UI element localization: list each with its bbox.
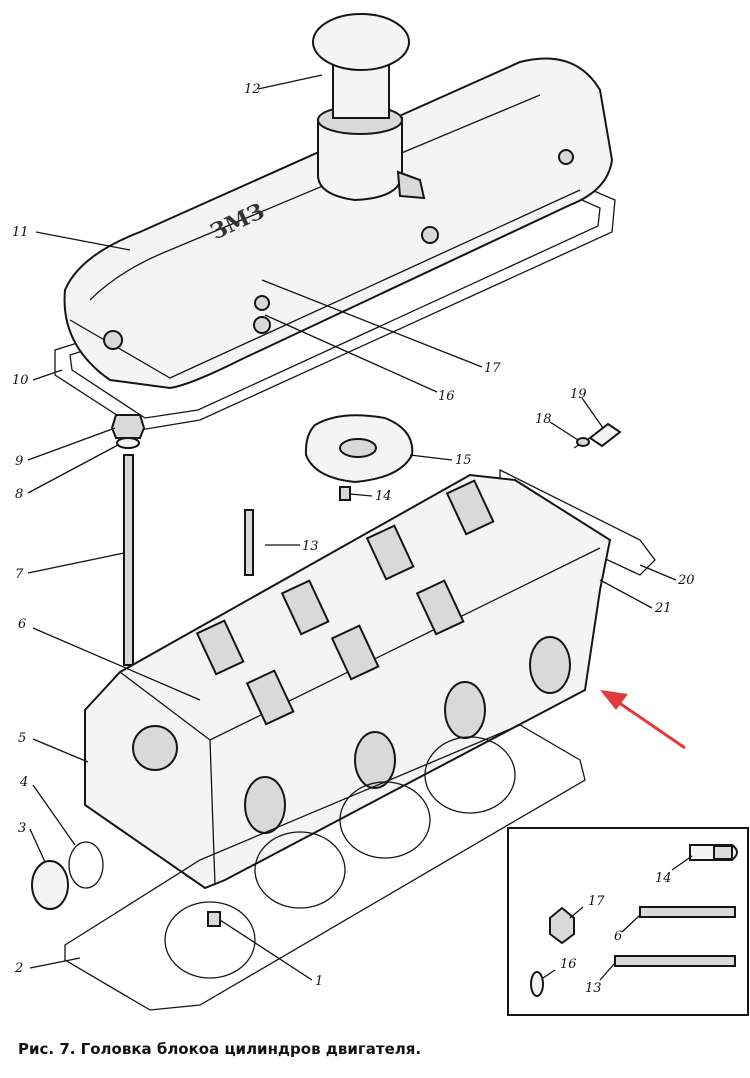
callout-5: 5: [18, 731, 26, 746]
callout-21: 21: [654, 601, 672, 616]
inset-stud-6: [639, 906, 736, 918]
callout-20: 20: [677, 573, 695, 588]
exhaust-ports: [244, 636, 571, 834]
cylinder-head-side-edge: [209, 739, 216, 886]
figure-caption: Рис. 7. Головка блокоа цилиндров двигате…: [18, 1040, 422, 1058]
leader-lines: [27, 74, 677, 981]
callout-19: 19: [570, 387, 587, 402]
callout-3: 3: [18, 821, 26, 836]
inset-callout-14: 14: [655, 871, 672, 886]
inset-callout-17: 17: [588, 894, 605, 909]
nut-9: [110, 414, 146, 439]
head-gasket: [64, 724, 586, 1011]
valve-cover-ridge: [89, 94, 541, 301]
callout-labels: 12 11 10 9 8 7 6 5 4 3 2 1 13 14 15 16 1…: [12, 82, 695, 989]
callout-18: 18: [535, 412, 552, 427]
red-indicator-arrow: [600, 690, 686, 750]
callout-13: 13: [302, 539, 319, 554]
cover-plate-center-hole: [339, 438, 377, 458]
callout-10: 10: [12, 373, 29, 388]
callout-7: 7: [15, 567, 24, 582]
stud-13: [244, 509, 254, 576]
washer-8: [116, 437, 140, 449]
head-gasket-bores: [164, 736, 516, 979]
plug-3: [31, 860, 69, 910]
inset-washer-16: [530, 971, 544, 997]
callout-9: 9: [15, 454, 23, 469]
callout-6: 6: [18, 617, 26, 632]
breather-tube: [396, 170, 426, 200]
dowel-1: [207, 911, 221, 927]
callout-12: 12: [244, 82, 261, 97]
oil-filler-cap-top: [312, 13, 410, 71]
callout-11: 11: [12, 225, 29, 240]
callout-2: 2: [14, 961, 23, 976]
stud-7: [123, 454, 134, 666]
fastener-inset: 14 17 6 16 13: [507, 827, 749, 1016]
inset-nut-17: [549, 906, 575, 945]
callout-1: 1: [315, 974, 323, 989]
inset-callout-16: 16: [560, 957, 577, 972]
inset-stud-13: [614, 955, 736, 967]
valve-cover-bolt-bosses: [103, 149, 574, 350]
screw-14: [339, 486, 351, 501]
callout-16: 16: [438, 389, 455, 404]
callout-17: 17: [484, 361, 501, 376]
bolt-19: [588, 422, 622, 448]
callout-15: 15: [455, 453, 472, 468]
inset-callout-6: 6: [614, 929, 622, 944]
front-port: [132, 725, 178, 771]
callout-8: 8: [15, 487, 23, 502]
valve-cover: [63, 57, 614, 390]
inset-callout-13: 13: [585, 981, 602, 996]
ring-4: [68, 841, 104, 889]
rocker-pedestals: [195, 479, 495, 726]
callout-14: 14: [375, 489, 392, 504]
callout-4: 4: [19, 775, 28, 790]
cylinder-head: [84, 473, 612, 890]
washer-18: [576, 437, 590, 447]
